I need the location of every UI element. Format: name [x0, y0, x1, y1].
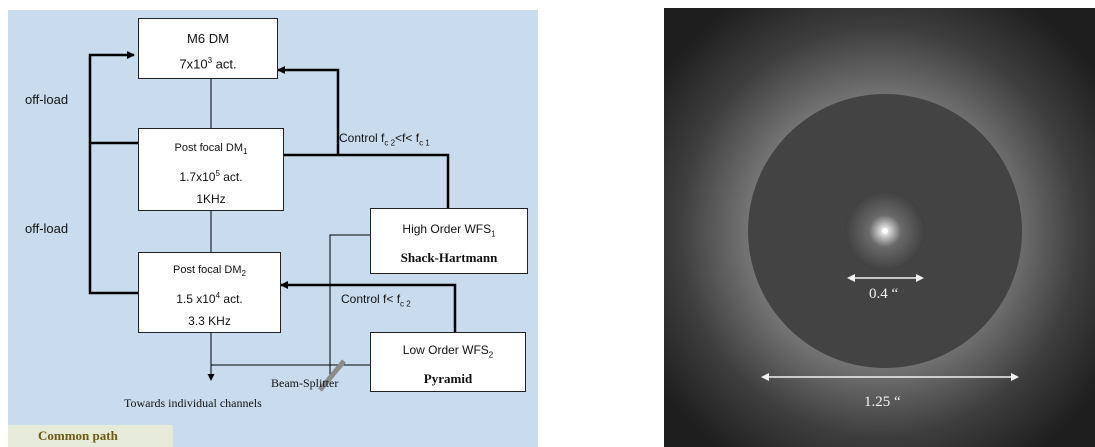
low-wfs-title: Low Order WFS2	[402, 343, 494, 360]
psf-rendering	[664, 8, 1095, 447]
beam-splitter-mark	[318, 359, 346, 392]
ao-block-diagram: M6 DM 7x103 act. Post focal DM1 1.7x105 …	[8, 10, 538, 447]
m6-dm-actuators: 7x103 act.	[179, 56, 237, 72]
outer-scale-label: 1.25 “	[864, 394, 901, 410]
high-wfs-type: Shack-Hartmann	[400, 250, 498, 266]
m6-dm-title: M6 DM	[187, 31, 229, 46]
post-focal-dm2-box: Post focal DM2 1.5 x104 act. 3.3 KHz	[138, 252, 281, 333]
offload-path-upper	[88, 51, 135, 143]
pf-dm1-rate: 1KHz	[196, 192, 226, 207]
offload-path	[88, 141, 138, 295]
control-high-path	[216, 151, 450, 208]
pf-dm2-rate: 3.3 KHz	[188, 314, 231, 329]
control-high-to-m6	[277, 66, 340, 155]
pf-dm2-actuators: 1.5 x104 act.	[176, 291, 243, 307]
low-order-wfs-box: Low Order WFS2 Pyramid	[370, 332, 526, 392]
low-wfs-type: Pyramid	[423, 371, 473, 387]
m6-dm-box: M6 DM 7x103 act.	[138, 18, 278, 79]
pf-dm1-actuators: 1.7x105 act.	[179, 169, 243, 185]
psf-image: 0.4 “ 1.25 “	[664, 8, 1095, 447]
pf-dm2-title: Post focal DM2	[173, 264, 246, 279]
path-to-high-wfs	[329, 234, 370, 375]
towards-channels-label: Towards individual channels	[124, 396, 262, 410]
control-high-label: Control fc 2<f< fc 1	[339, 131, 430, 148]
psf-core	[882, 228, 888, 234]
pf-dm1-title: Post focal DM1	[174, 142, 248, 157]
beam-splitter-label: Beam-Splitter	[271, 376, 339, 390]
control-low-path	[280, 281, 457, 332]
offload-label-top: off-load	[25, 92, 69, 107]
inner-scale-label: 0.4 “	[869, 286, 899, 302]
offload-label-bottom: off-load	[25, 221, 69, 236]
diagram-connectors	[88, 51, 457, 392]
high-wfs-title: High Order WFS1	[402, 222, 496, 239]
post-focal-dm1-box: Post focal DM1 1.7x105 act. 1KHz	[138, 128, 284, 211]
outer-scale-arrow	[761, 373, 1019, 381]
control-low-label: Control f< fc 2	[341, 292, 411, 309]
common-path-tag: Common path	[8, 425, 173, 447]
inner-scale-arrow	[847, 274, 924, 282]
high-order-wfs-box: High Order WFS1 Shack-Hartmann	[370, 208, 528, 274]
